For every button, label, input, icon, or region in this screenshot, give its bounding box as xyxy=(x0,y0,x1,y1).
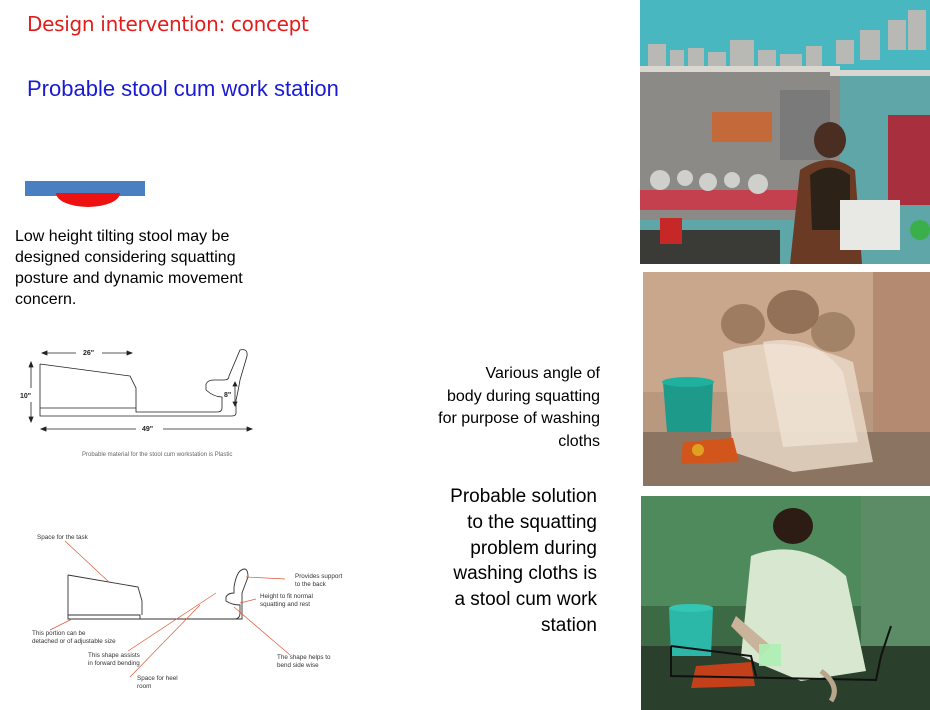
kitchen-photo xyxy=(640,0,930,264)
caption-line: Various angle of xyxy=(485,365,600,382)
annotation-detachable-2: detached or of adjustable size xyxy=(32,638,116,645)
stool-rocker-shape xyxy=(56,193,120,207)
caption-line: station xyxy=(541,614,597,636)
stool-description: Low height tilting stool may be designed… xyxy=(15,228,243,308)
stool-side-view-drawing: 26" 10" 8" 49" xyxy=(20,349,254,433)
caption-line: cloths xyxy=(558,432,600,450)
caption-line: body during squatting xyxy=(447,387,600,405)
caption-probable-solution: Probable solution to the squatting probl… xyxy=(410,484,597,639)
annotation-bend-1: The shape helps to xyxy=(277,654,331,661)
annotation-detachable-1: This portion can be xyxy=(32,630,86,637)
caption-body-angles: Various angle of body during squatting f… xyxy=(400,363,600,453)
annotation-forward-1: This shape assists xyxy=(88,652,140,659)
material-note: Probable material for the stool cum work… xyxy=(82,452,233,458)
caption-line: Probable solution xyxy=(450,486,597,507)
annotation-height-1: Height to fit normal xyxy=(260,593,313,600)
caption-line: for purpose of washing xyxy=(438,410,600,427)
annotation-support-2: to the back xyxy=(295,581,327,588)
caption-line: problem during xyxy=(470,537,597,559)
dim-height-label: 10" xyxy=(20,393,31,400)
dim-top-label: 26" xyxy=(83,350,94,357)
squatting-photo xyxy=(643,272,930,486)
dim-back-label: 8" xyxy=(224,392,231,399)
annotation-heel-2: room xyxy=(137,683,151,690)
annotation-support-1: Provides support xyxy=(295,573,343,580)
stool-overlay-photo xyxy=(641,496,930,710)
annotation-forward-2: in forward bending xyxy=(88,660,140,667)
caption-line: a stool cum work xyxy=(454,589,597,611)
annotation-heel-1: Space for heel xyxy=(137,675,178,682)
slide-subtitle: Probable stool cum work station xyxy=(27,76,339,101)
stool-annotated-drawing: Space for the task This portion can be d… xyxy=(32,534,343,690)
dim-length-label: 49" xyxy=(142,426,153,433)
stool-seat-shape xyxy=(25,181,145,196)
caption-line: to the squatting xyxy=(467,511,597,533)
annotation-height-2: squatting and rest xyxy=(260,601,310,608)
annotation-bend-2: bend side wise xyxy=(277,662,319,669)
slide-title: Design intervention: concept xyxy=(27,12,309,36)
annotation-task-space: Space for the task xyxy=(37,534,89,541)
caption-line: washing cloths is xyxy=(453,563,597,585)
